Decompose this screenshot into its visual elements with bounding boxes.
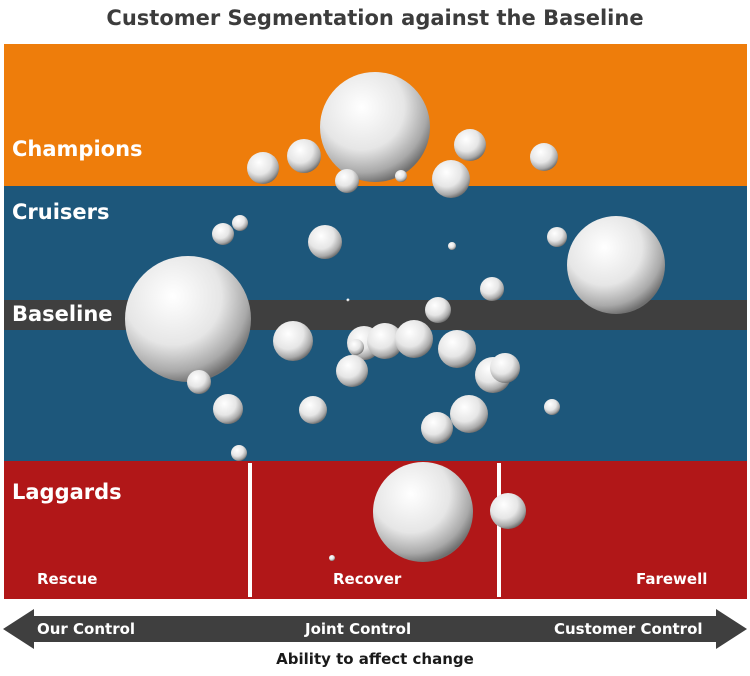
farewell-label: Farewell [636, 570, 708, 588]
laggards-divider-right [497, 463, 501, 597]
double-arrow-shape [3, 609, 747, 649]
laggards-label: Laggards [12, 480, 122, 504]
cruisers-label: Cruisers [12, 200, 110, 224]
joint-control-label: Joint Control [305, 620, 412, 638]
baseline-label: Baseline [12, 302, 113, 326]
customer-control-label: Customer Control [554, 620, 703, 638]
baseline-strip [4, 300, 747, 330]
champions-band [4, 44, 747, 186]
control-arrow [3, 609, 747, 649]
diagram-title: Customer Segmentation against the Baseli… [106, 6, 644, 30]
rescue-label: Rescue [37, 570, 98, 588]
laggards-divider-left [248, 463, 252, 597]
champions-label: Champions [12, 137, 143, 161]
recover-label: Recover [333, 570, 402, 588]
our-control-label: Our Control [37, 620, 136, 638]
axis-label: Ability to affect change [276, 650, 474, 668]
